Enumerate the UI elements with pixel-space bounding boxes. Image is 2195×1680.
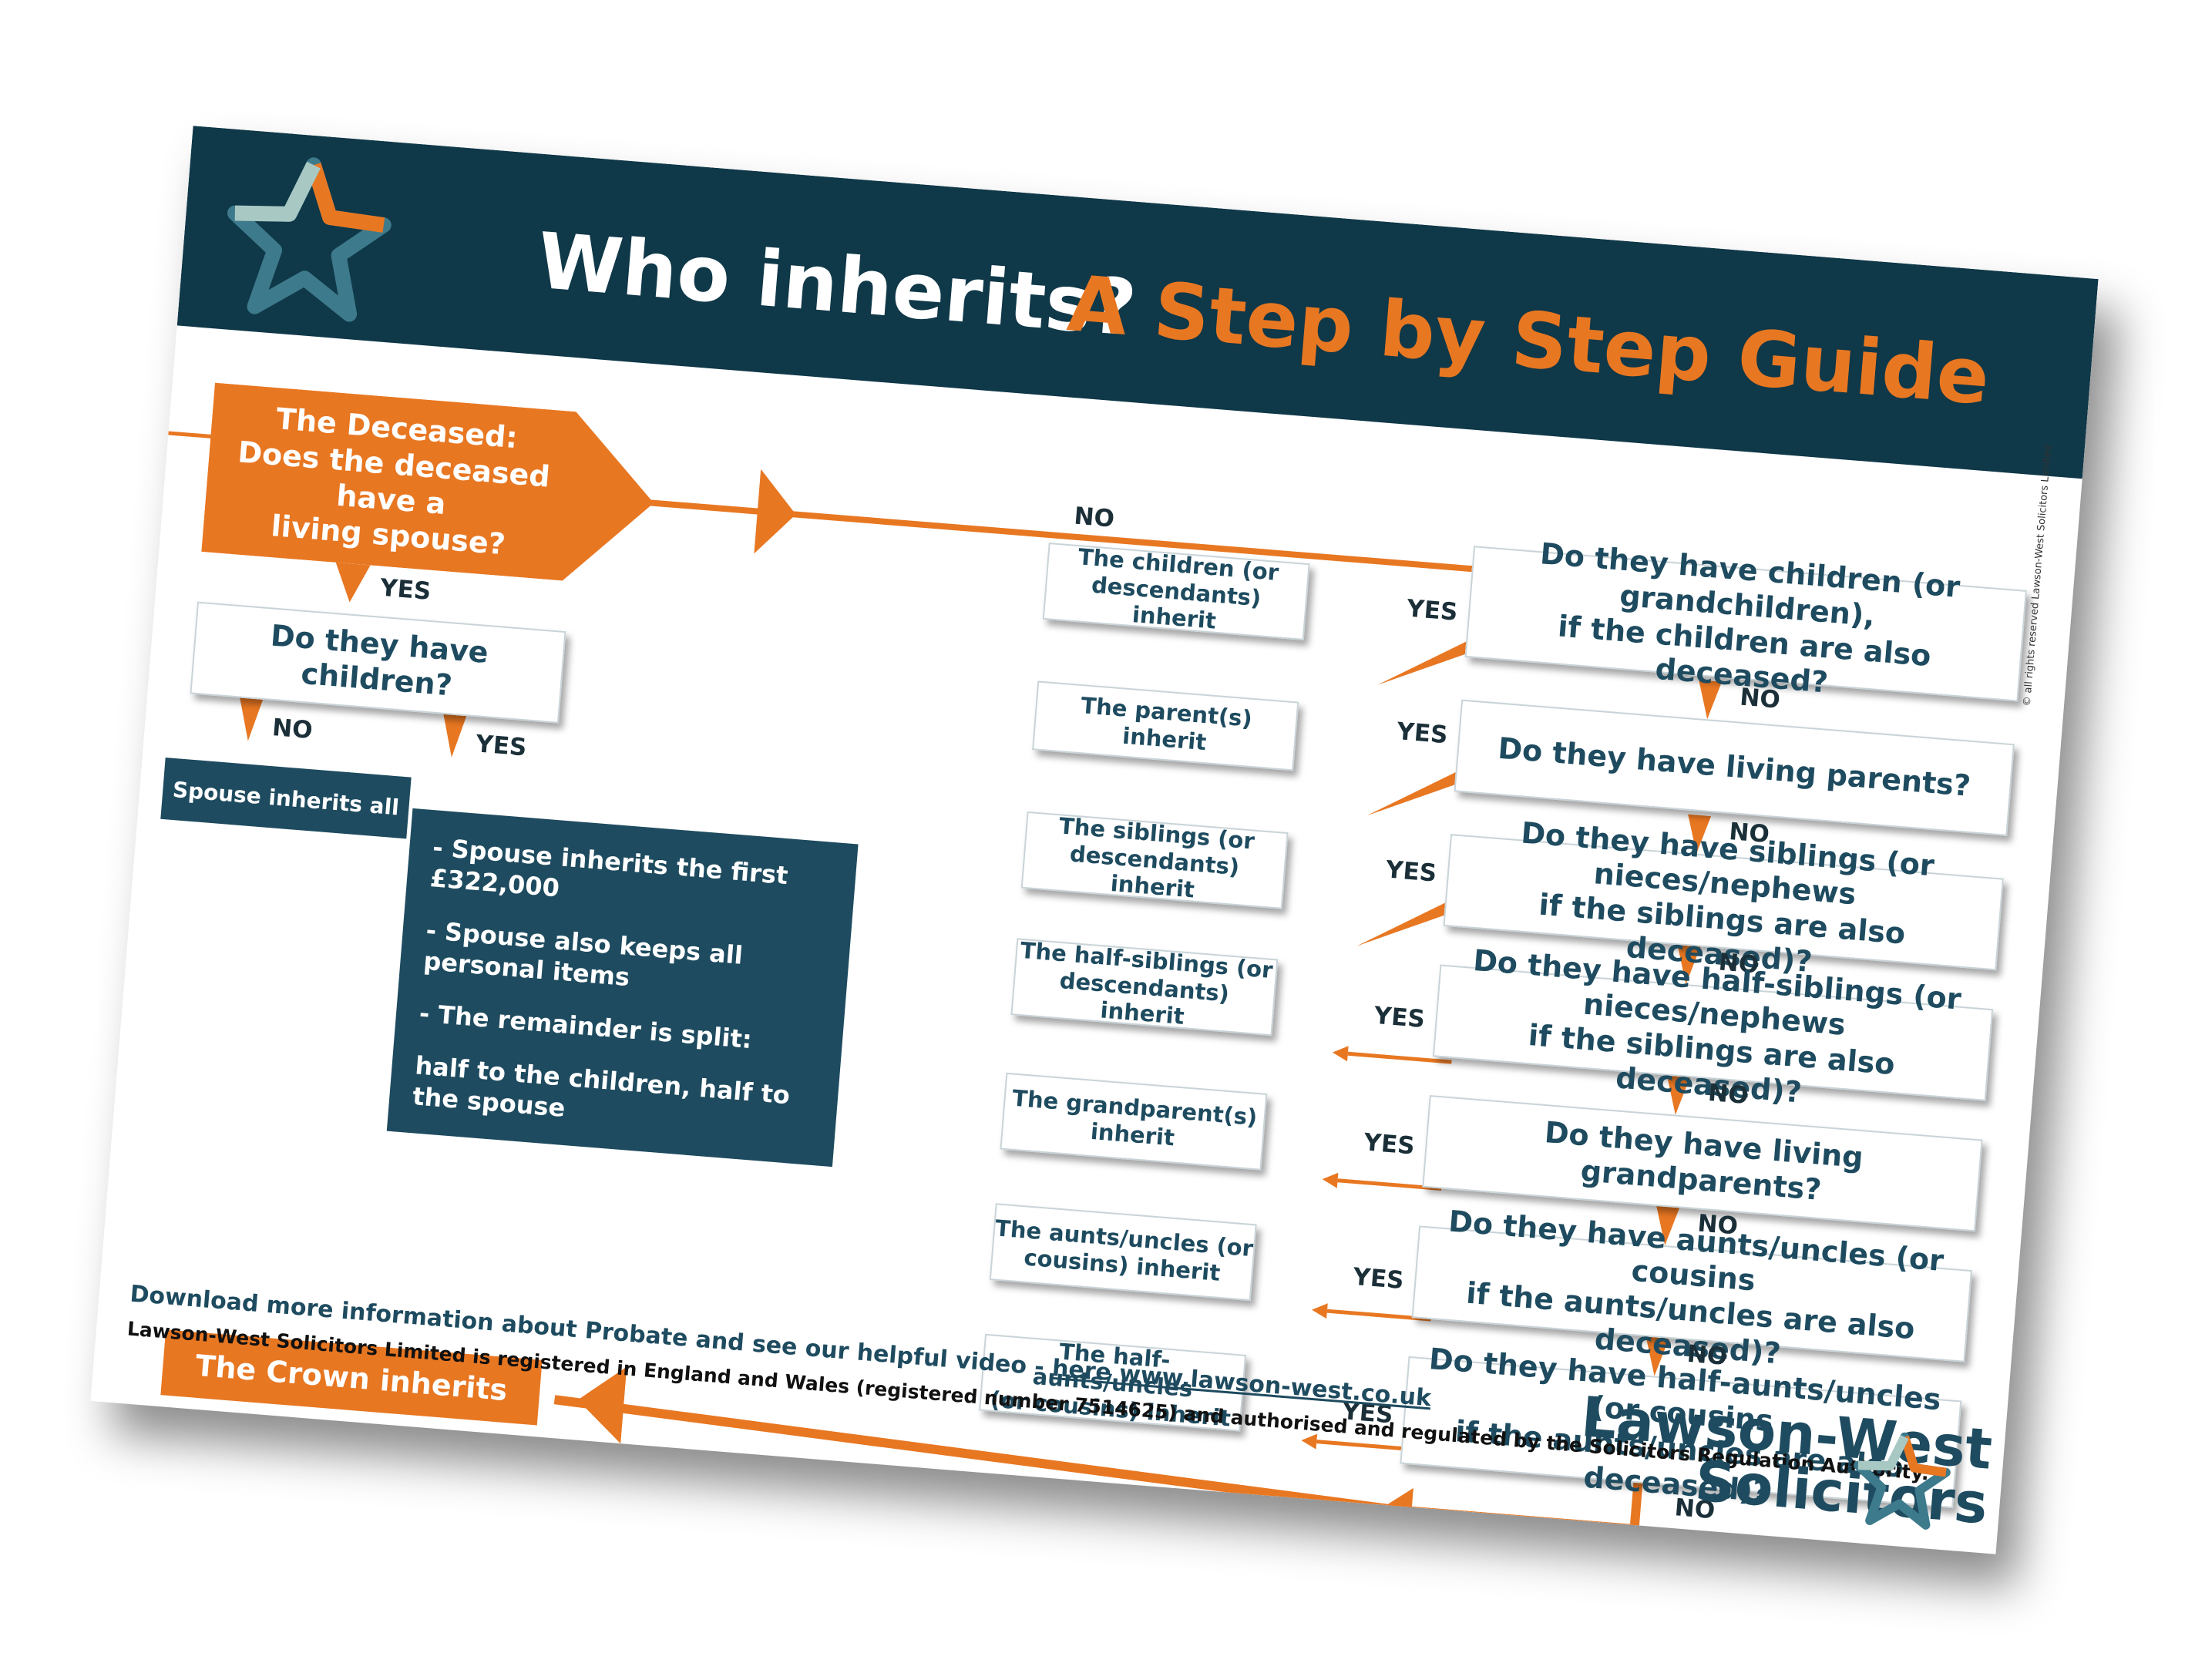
spouse-yes-label: YES: [378, 573, 432, 606]
star-logo-icon: [227, 157, 392, 322]
step-yes-label: YES: [1352, 1262, 1405, 1295]
children-no-label: NO: [271, 714, 314, 745]
detail-remainder: - The remainder is split:: [418, 998, 754, 1055]
detail-half-split: half to the children, half to the spouse: [411, 1050, 792, 1123]
step-no-label: NO: [1739, 683, 1782, 714]
deceased-question-text: The Deceased: Does the deceased have a l…: [201, 383, 583, 582]
children-yes-label: YES: [474, 730, 528, 762]
detail-first-amount: - Spouse inherits the first £322,000: [429, 832, 789, 903]
step-yes-label: YES: [1405, 594, 1459, 627]
step-yes-label: YES: [1384, 855, 1438, 888]
step-question-line-1: Do they have living parents?: [1497, 731, 1972, 804]
spouse-no-label: NO: [1073, 502, 1116, 533]
guide-sheet: Who inherits? A Step by Step Guide: [90, 126, 2099, 1554]
step-answer-line-1: The parent(s) inherit: [1080, 692, 1253, 756]
step-question-children: Do they have children (or grandchildren)…: [1464, 537, 2027, 702]
header-banner: Who inherits? A Step by Step Guide: [176, 126, 2099, 479]
deceased-spouse-question: The Deceased: Does the deceased have a l…: [201, 382, 661, 588]
pentagon-shape: [201, 382, 654, 581]
step-yes-label: YES: [1373, 1001, 1427, 1034]
star-logo-icon: [1854, 1432, 1951, 1530]
step-yes-label: YES: [1396, 717, 1449, 750]
detail-personal-items: - Spouse also keeps all personal items: [422, 915, 745, 993]
step-yes-label: YES: [1363, 1128, 1416, 1161]
step-no-label: NO: [1706, 1078, 1750, 1110]
spouse-split-details: - Spouse inherits the first £322,000 - S…: [386, 808, 859, 1168]
